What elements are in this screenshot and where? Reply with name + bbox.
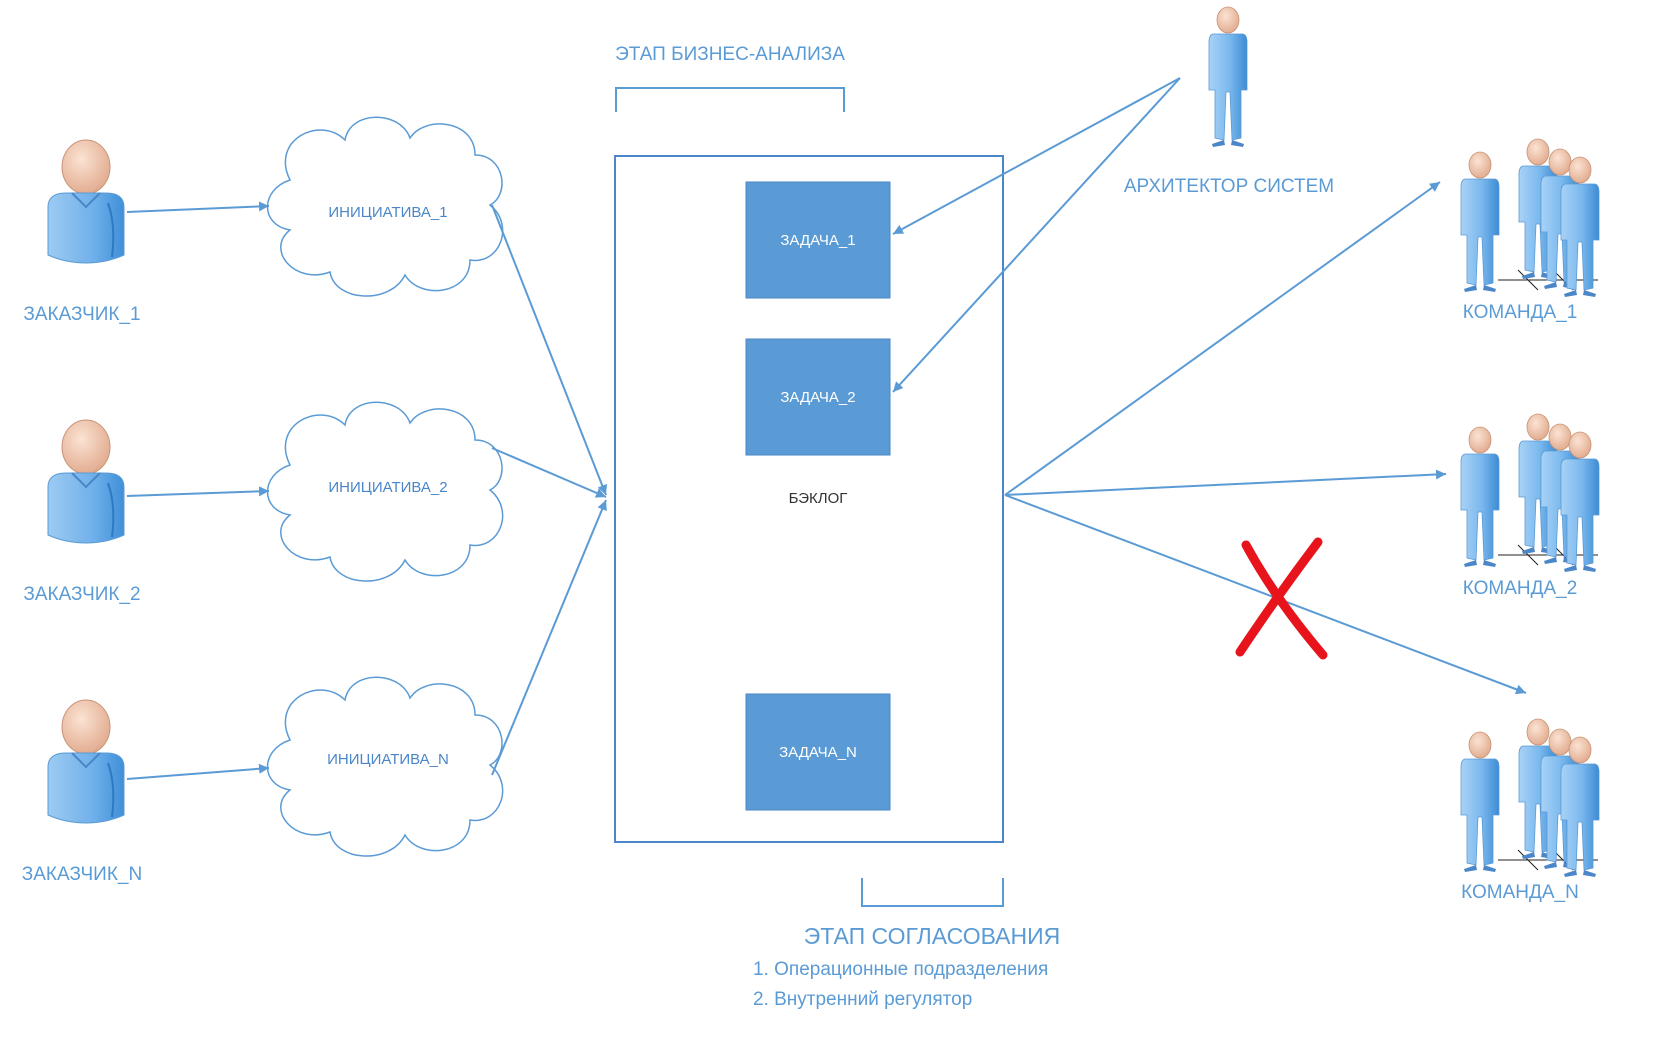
arrow-architect-task1 <box>892 77 1181 235</box>
team-1: КОМАНДА_1 <box>1461 139 1599 323</box>
team-label: КОМАНДА_2 <box>1463 578 1578 599</box>
red-x-mark <box>1235 537 1328 660</box>
business-stage-bracket <box>615 87 845 112</box>
backlog-label: БЭКЛОГ <box>789 490 848 507</box>
task-box <box>745 181 891 299</box>
customer-2: ЗАКАЗЧИК_2 <box>23 419 141 605</box>
architect: АРХИТЕКТОР СИСТЕМ <box>1124 6 1334 197</box>
task-label: ЗАДАЧА_N <box>779 744 857 761</box>
customer-person-icon <box>47 419 125 544</box>
approval-item-1: 1. Операционные подразделения <box>753 959 1048 980</box>
arrow-backlog-team1 <box>1004 181 1441 496</box>
team-n: КОМАНДА_N <box>1461 719 1599 903</box>
initiative-n: ИНИЦИАТИВА_N <box>266 676 504 857</box>
customer-label: ЗАКАЗЧИК_N <box>22 864 142 885</box>
team-label: КОМАНДА_1 <box>1463 302 1578 323</box>
approval-stage-title: ЭТАП СОГЛАСОВАНИЯ <box>804 923 1061 949</box>
initiative-1: ИНИЦИАТИВА_1 <box>266 116 504 297</box>
customer-n: ЗАКАЗЧИК_N <box>22 699 142 885</box>
team-label: КОМАНДА_N <box>1461 882 1579 903</box>
team-group-icon <box>1461 139 1599 297</box>
arrow-customerN-initiativeN <box>126 763 270 780</box>
initiative-label: ИНИЦИАТИВА_N <box>327 751 449 768</box>
task-1: ЗАДАЧА_1 <box>745 181 891 299</box>
arrow-initiative2-backlog <box>491 447 607 498</box>
business-stage-label: ЭТАП БИЗНЕС-АНАЛИЗА <box>615 44 845 65</box>
arrow-initiativeN-backlog <box>491 499 607 776</box>
arrow-initiative1-backlog <box>491 204 607 496</box>
arrow-architect-task2 <box>892 77 1181 393</box>
initiative-label: ИНИЦИАТИВА_1 <box>328 204 447 221</box>
arrow-customer1-initiative1 <box>126 201 270 213</box>
arrow-customer2-initiative2 <box>126 486 270 497</box>
customer-1: ЗАКАЗЧИК_1 <box>23 139 141 325</box>
task-box <box>745 693 891 811</box>
team-group-icon <box>1461 719 1599 877</box>
arrow-backlog-team2 <box>1004 469 1447 496</box>
architect-label: АРХИТЕКТОР СИСТЕМ <box>1124 176 1334 197</box>
approval-stage-bracket <box>861 878 1004 907</box>
task-label: ЗАДАЧА_2 <box>780 389 855 406</box>
standing-person-icon <box>1208 6 1248 148</box>
team-group-icon <box>1461 414 1599 572</box>
task-box <box>745 338 891 456</box>
task-n: ЗАДАЧА_N <box>745 693 891 811</box>
approval-item-2: 2. Внутренний регулятор <box>753 989 972 1010</box>
customer-label: ЗАКАЗЧИК_2 <box>23 584 140 605</box>
arrow-backlog-teamN <box>1004 494 1527 695</box>
initiative-label: ИНИЦИАТИВА_2 <box>328 479 447 496</box>
customer-person-icon <box>47 139 125 264</box>
team-2: КОМАНДА_2 <box>1461 414 1599 599</box>
customer-label: ЗАКАЗЧИК_1 <box>23 304 140 325</box>
customer-person-icon <box>47 699 125 824</box>
task-2: ЗАДАЧА_2 <box>745 338 891 456</box>
task-label: ЗАДАЧА_1 <box>780 232 855 249</box>
initiative-2: ИНИЦИАТИВА_2 <box>266 401 504 582</box>
